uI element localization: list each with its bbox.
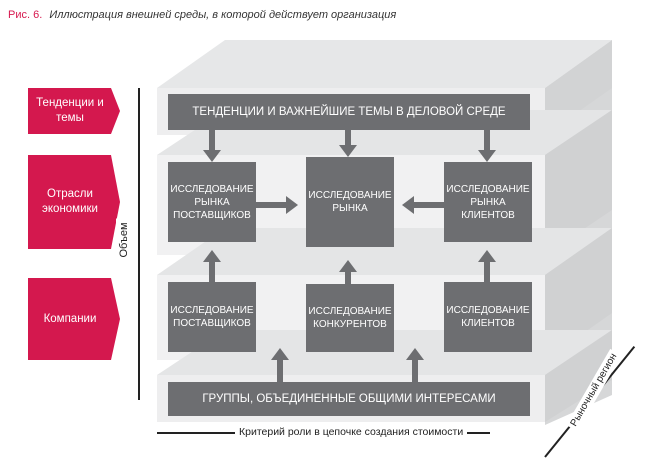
arrow-down-center-head [339, 145, 357, 157]
arrow-up-center-shaft [345, 272, 351, 284]
arrow-down-left-shaft [209, 130, 215, 150]
arrow-up-bottom-left-head [271, 348, 289, 360]
figure-number: Рис. 6. [8, 9, 43, 21]
arrow-right-shaft [256, 202, 286, 208]
box-market: Исследование рынка [306, 157, 394, 247]
arrows [203, 130, 496, 382]
box-competitors: Исследование конкурентов [306, 284, 394, 352]
arrow-up-left-shaft [209, 262, 215, 282]
arrow-down-left-head [203, 150, 221, 162]
box-supplier-market: Исследование рынка поставщиков [168, 162, 256, 242]
vertical-axis-label: Объем [116, 218, 132, 262]
figure-caption: Рис. 6. Иллюстрация внешней среды, в кот… [8, 9, 396, 21]
arrow-up-right-head [478, 250, 496, 262]
arrow-left-head [402, 196, 414, 214]
box-trends: Тенденции и важнейшие темы в деловой сре… [168, 94, 530, 130]
box-groups: Группы, объединенные общими интересами [168, 382, 530, 416]
vertical-axis [138, 88, 140, 400]
box-clients: Исследование клиентов [444, 282, 532, 352]
arrow-right-head [286, 196, 298, 214]
arrow-up-right-shaft [484, 262, 490, 282]
layer-side-4 [545, 330, 612, 422]
layer-top-1 [157, 40, 612, 88]
arrow-down-right-head [478, 150, 496, 162]
arrow-up-bottom-right-head [406, 348, 424, 360]
arrow-up-center-head [339, 260, 357, 272]
layer-side-3 [545, 228, 612, 360]
horizontal-axis-label: Критерий роли в цепочке создания стоимос… [235, 426, 468, 438]
tag-trends: Тенденции и темы [28, 88, 120, 134]
tag-companies: Компании [28, 278, 120, 360]
box-suppliers: Исследование поставщиков [168, 282, 256, 352]
arrow-down-center-shaft [345, 130, 351, 145]
arrow-up-left-head [203, 250, 221, 262]
arrow-down-right-shaft [484, 130, 490, 150]
arrow-up-bottom-right-shaft [412, 360, 418, 382]
layer-side-2 [545, 110, 612, 255]
arrow-left-shaft [414, 202, 444, 208]
figure-title: Иллюстрация внешней среды, в которой дей… [49, 9, 397, 21]
tag-industries: Отрасли экономики [28, 155, 120, 249]
arrow-up-bottom-left-shaft [277, 360, 283, 382]
box-client-market: Исследование рынка клиентов [444, 162, 532, 242]
